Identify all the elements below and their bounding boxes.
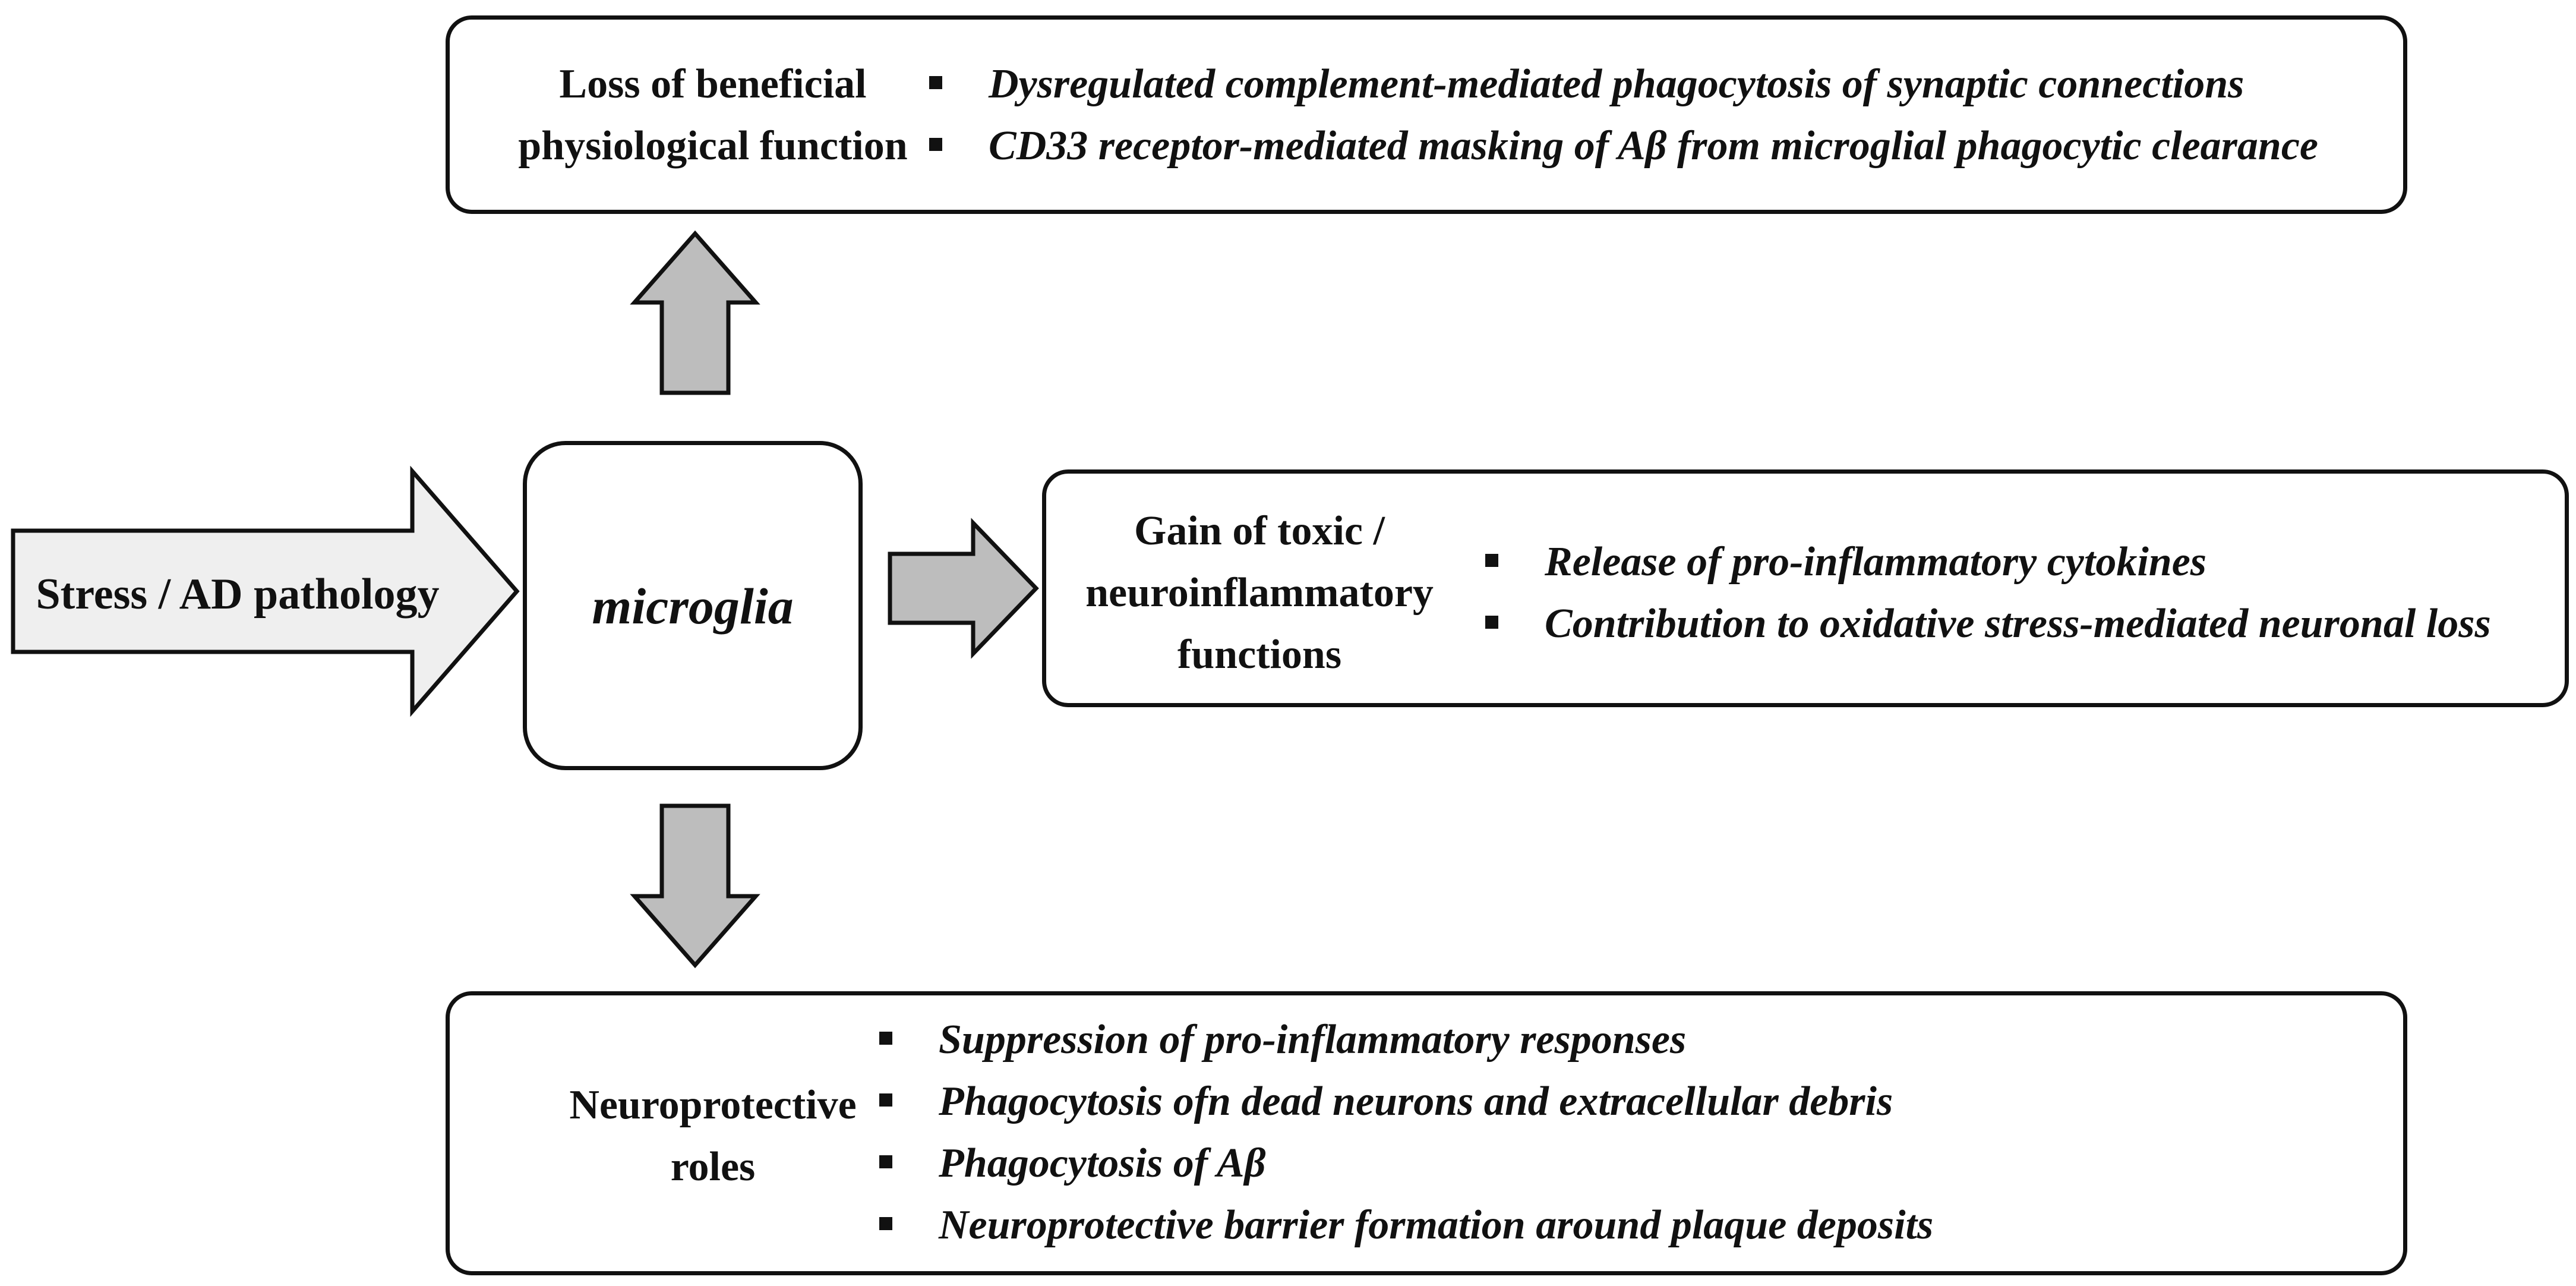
gain-of-toxic-function-title-line1: Gain of toxic / <box>1134 508 1385 554</box>
bullet-square-icon <box>879 1032 892 1045</box>
loss-of-function-box <box>446 15 2407 214</box>
loss-of-function-title-line1: Loss of beneficial <box>559 61 867 107</box>
list-item: Neuroprotective barrier formation around… <box>879 1194 1933 1256</box>
list-item: CD33 receptor-mediated masking of Aβ fro… <box>929 115 2318 177</box>
gain-of-toxic-function-title-line2: neuroinflammatory <box>1085 570 1434 616</box>
neuroprotective-roles-title-line2: roles <box>670 1144 756 1190</box>
microglia-label: microglia <box>592 578 794 635</box>
gain-of-toxic-function-title: Gain of toxic / neuroinflammatory functi… <box>1057 500 1461 686</box>
loss-of-function-title: Loss of beneficial physiological functio… <box>511 53 915 177</box>
bullet-square-icon <box>1485 616 1498 629</box>
right-arrow-shape <box>888 518 1039 659</box>
up-arrow <box>630 230 760 395</box>
bullet-square-icon <box>879 1217 892 1230</box>
gain-of-toxic-function-title-line3: functions <box>1177 632 1342 677</box>
neuroprotective-roles-title: Neuroprotective roles <box>511 1074 915 1198</box>
loss-of-function-bullets: Dysregulated complement-mediated phagocy… <box>929 53 2318 177</box>
bullet-square-icon <box>879 1093 892 1107</box>
loss-of-function-title-line2: physiological function <box>518 123 908 169</box>
neuroprotective-roles-box <box>446 991 2407 1275</box>
list-item: Contribution to oxidative stress-mediate… <box>1485 593 2491 655</box>
bullet-square-icon <box>929 76 942 89</box>
right-arrow <box>888 518 1039 659</box>
list-item: Phagocytosis ofn dead neurons and extrac… <box>879 1071 1933 1133</box>
gain-of-toxic-function-bullets: Release of pro-inflammatory cytokines Co… <box>1485 531 2491 655</box>
list-item: Dysregulated complement-mediated phagocy… <box>929 53 2318 115</box>
gain-of-toxic-function-box <box>1042 469 2569 707</box>
list-item: Suppression of pro-inflammatory response… <box>879 1009 1933 1071</box>
up-arrow-shape <box>630 230 760 395</box>
bullet-square-icon <box>929 138 942 151</box>
down-arrow <box>630 803 760 969</box>
stress-input-arrow-shape <box>11 465 520 717</box>
list-item: Release of pro-inflammatory cytokines <box>1485 531 2491 593</box>
bullet-square-icon <box>879 1155 892 1168</box>
neuroprotective-roles-bullets: Suppression of pro-inflammatory response… <box>879 1009 1933 1256</box>
down-arrow-shape <box>630 803 760 969</box>
stress-input-arrow <box>11 465 520 717</box>
neuroprotective-roles-title-line1: Neuroprotective <box>569 1082 857 1128</box>
microglia-box <box>523 441 863 770</box>
stress-input-label: Stress / AD pathology <box>36 570 440 619</box>
bullet-square-icon <box>1485 554 1498 567</box>
list-item: Phagocytosis of Aβ <box>879 1133 1933 1194</box>
